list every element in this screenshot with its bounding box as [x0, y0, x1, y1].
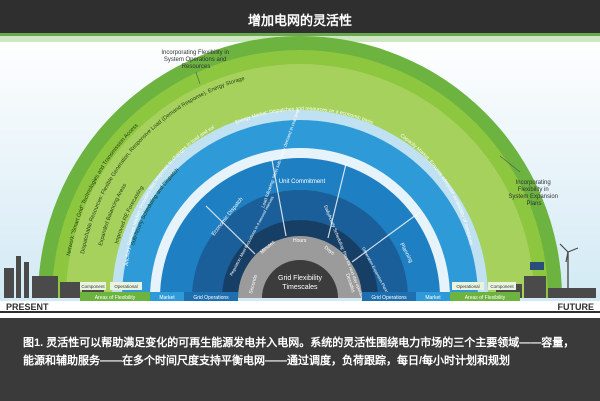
flexibility-diagram: Network "Smart Grid" Technologies and Tr… [0, 36, 600, 318]
strip-areas-left-label: Areas of Flexibility [95, 295, 136, 301]
figure-caption: 图1. 灵活性可以帮助满足变化的可再生能源发电并入电网。系统的灵活性围绕电力市场… [23, 337, 575, 367]
strip-market-left [150, 292, 184, 301]
callout-right: Incorporating Flexibility in System Expa… [499, 155, 559, 207]
strip-market-right-label: Market [425, 295, 441, 301]
strip-gridops-left [184, 292, 238, 301]
solar-panel-icon [530, 262, 544, 270]
strip-areas-left [80, 292, 150, 301]
strip-market-left-label: Market [159, 295, 175, 301]
label-future: FUTURE [558, 302, 595, 312]
tag-operational-left-label: Operational [114, 284, 137, 289]
tag-component-left [80, 282, 106, 290]
ops-unit-commitment: Unit Commitment [279, 179, 326, 185]
tag-component-left-label: Component [81, 284, 105, 289]
callout-left: Incorporating Flexibility in System Oper… [161, 50, 230, 85]
center-title-line1: Grid Flexibility [278, 275, 322, 282]
svg-text:Incorporating Flexibility in: Incorporating Flexibility in System Oper… [161, 50, 230, 70]
tag-operational-right-label: Operational [456, 284, 479, 289]
strip-gridops-right [362, 292, 416, 301]
svg-text:Incorporating Flexibilit: Incorporating Flexibility in System Expa… [508, 180, 559, 207]
tag-component-right-label: Component [490, 284, 514, 289]
center-hub [262, 260, 338, 298]
tag-operational-right [452, 282, 484, 290]
caption-bar: 图1. 灵活性可以帮助满足变化的可再生能源发电并入电网。系统的灵活性围绕电力市场… [0, 318, 600, 401]
timescale-hours: Hours [293, 238, 307, 244]
strip-market-right [416, 292, 450, 301]
strip-areas-right-label: Areas of Flexibility [465, 295, 506, 301]
title-accent-line [0, 33, 600, 36]
title-bar: 增加电网的灵活性 [0, 0, 600, 36]
baseline-bar [0, 301, 600, 318]
strip-areas-right [450, 292, 520, 301]
timescale-seconds: Seconds [248, 274, 259, 295]
center-title-line2: Timescales [282, 284, 318, 291]
label-present: PRESENT [6, 302, 49, 312]
strip-gridops-right-label: Grid Operations [371, 295, 407, 301]
tag-component-right [488, 282, 516, 290]
diagram-title: 增加电网的灵活性 [247, 13, 352, 28]
tag-operational-left [110, 282, 142, 290]
strip-gridops-left-label: Grid Operations [193, 295, 229, 301]
timescale-decades: Decades [344, 273, 356, 294]
